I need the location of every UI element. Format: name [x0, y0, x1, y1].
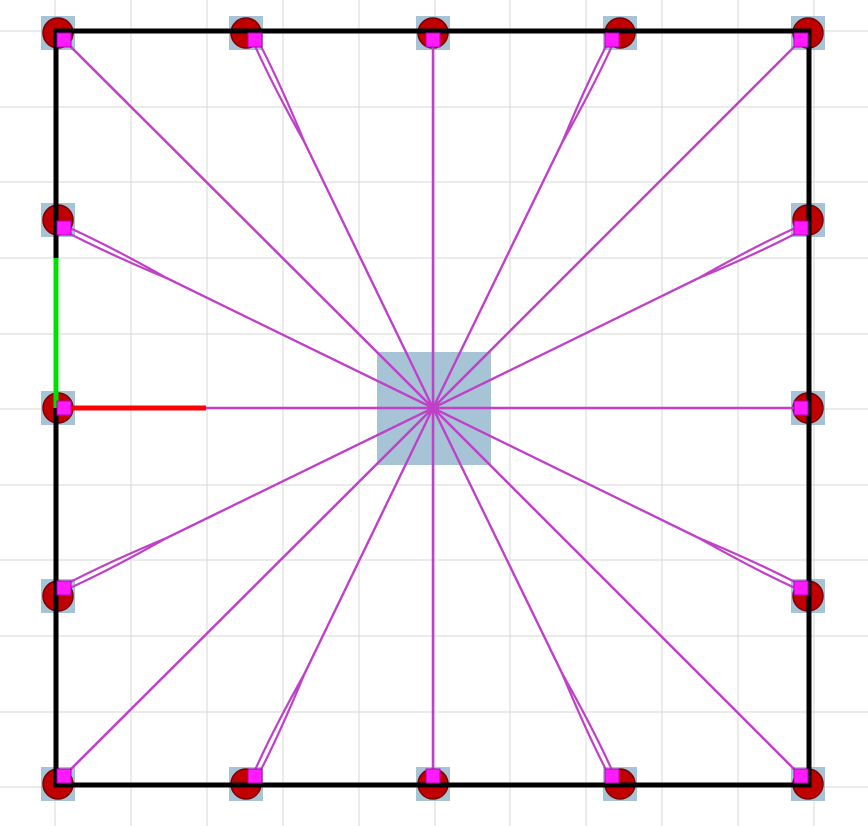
- attachment-point[interactable]: [247, 768, 263, 784]
- attachment-point[interactable]: [425, 768, 441, 784]
- cable-line: [251, 40, 434, 409]
- attachment-point[interactable]: [793, 768, 809, 784]
- cable-line: [256, 407, 434, 778]
- attachment-point[interactable]: [793, 400, 809, 416]
- attachment-point[interactable]: [56, 400, 72, 416]
- attachment-point[interactable]: [604, 768, 620, 784]
- attachment-points[interactable]: [56, 32, 809, 784]
- cable-line: [432, 407, 803, 587]
- attachment-point[interactable]: [425, 32, 441, 48]
- cable-line: [432, 38, 611, 409]
- cable-line: [432, 407, 616, 776]
- attachment-point[interactable]: [604, 32, 620, 48]
- cable-line: [63, 407, 434, 777]
- cable-line: [64, 407, 434, 592]
- attachment-point[interactable]: [56, 32, 72, 48]
- attachment-point[interactable]: [56, 220, 72, 236]
- cable-line: [432, 224, 801, 409]
- attachment-point[interactable]: [247, 32, 263, 48]
- attachment-point[interactable]: [56, 768, 72, 784]
- cable-line: [432, 39, 802, 409]
- attachment-point[interactable]: [793, 220, 809, 236]
- cable-line: [62, 229, 434, 409]
- cable-line: [432, 407, 802, 777]
- cable-lines: [62, 38, 803, 778]
- cable-line: [63, 39, 434, 409]
- attachment-point[interactable]: [793, 580, 809, 596]
- attachment-point[interactable]: [793, 32, 809, 48]
- attachment-point[interactable]: [56, 580, 72, 596]
